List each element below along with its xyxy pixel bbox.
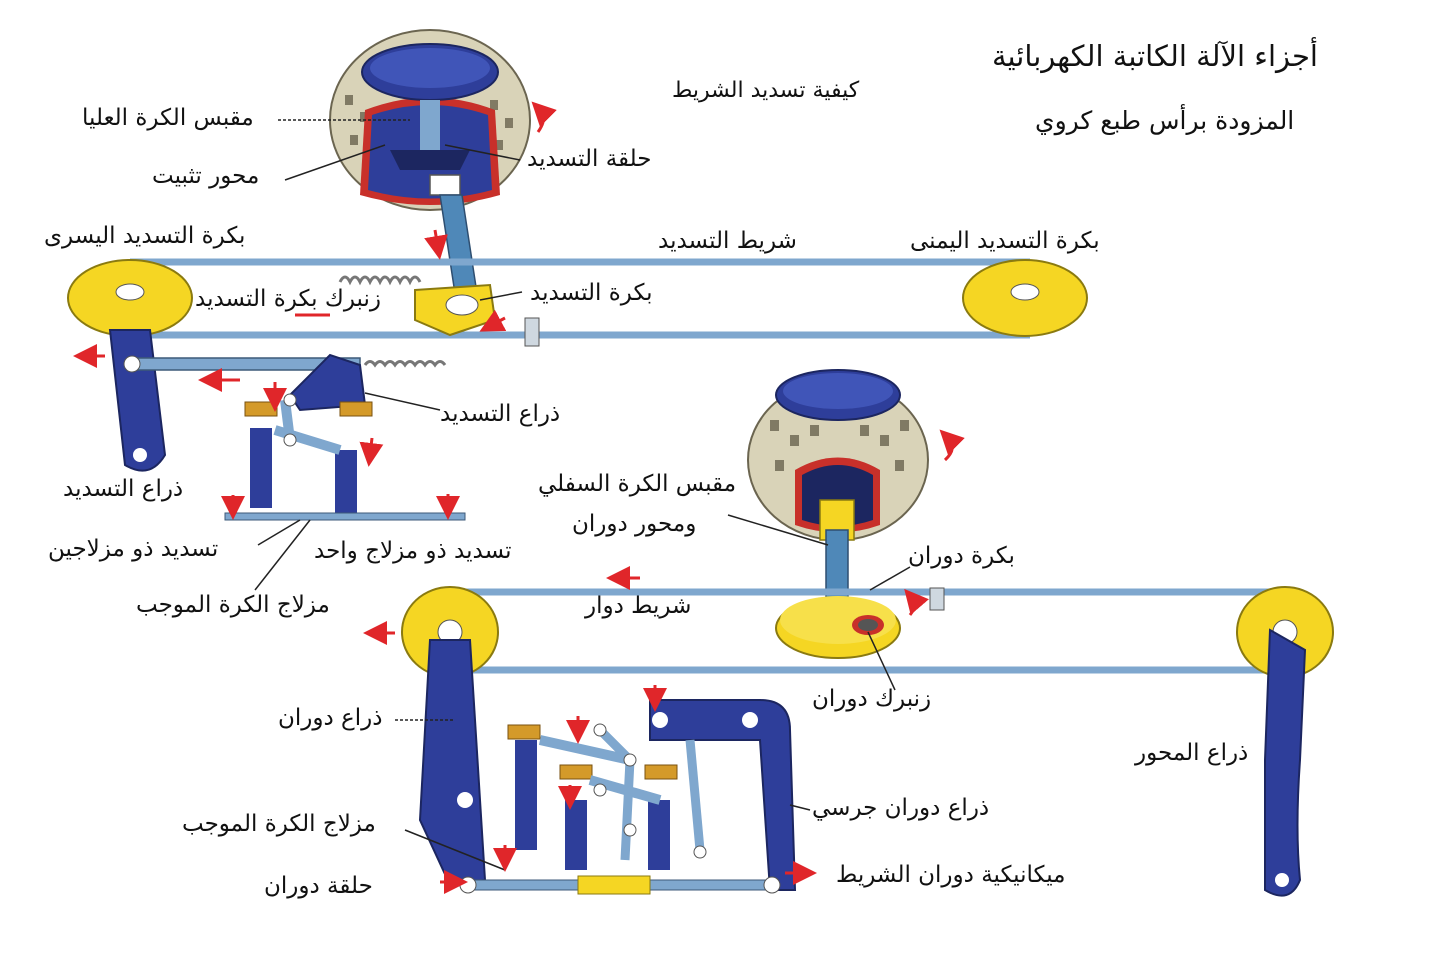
leader-lines — [254, 119, 911, 871]
rotate-tape — [450, 588, 1290, 674]
label-tilt-pulley: بكرة التسديد — [530, 280, 653, 306]
section-title-top: كيفية تسديد الشريط — [672, 78, 860, 103]
label-ball-guide-latch-top: مزلاج الكرة الموجب — [136, 592, 330, 618]
rotate-tape-post — [929, 587, 945, 611]
label-axis-arm: ذراع المحور — [1135, 740, 1249, 766]
label-tilt-tape: شريط التسديد — [658, 228, 797, 254]
label-left-tilt-pulley: بكرة التسديد اليسرى — [44, 223, 246, 249]
tilt-pulley-spring — [338, 275, 422, 286]
upper-typeball — [329, 29, 531, 211]
axis-arm-shape — [1264, 628, 1307, 897]
label-rotate-axis: ومحور دوران — [572, 511, 697, 537]
rotate-latches — [507, 723, 707, 870]
label-tilt-ring: حلقة التسديد — [527, 146, 652, 172]
label-rotate-pulley: بكرة دوران — [908, 543, 1015, 569]
tape-post — [524, 317, 540, 347]
label-ball-guide-latch-bottom: مزلاج الكرة الموجب — [182, 811, 376, 837]
left-tilt-arm — [108, 329, 167, 472]
title-line1: أجزاء الآلة الكاتبة الكهربائية — [992, 39, 1318, 73]
label-double-latch-tilt: تسديد ذو مزلاجين — [48, 536, 219, 562]
center-tilt-pulley — [414, 283, 497, 337]
label-tape-rotate-mechanism: ميكانيكية دوران الشريط — [836, 862, 1066, 888]
label-tilt-pulley-spring: زنبرك بكرة التسديد — [195, 286, 381, 312]
label-rotate-arm: ذراع دوران — [278, 705, 383, 731]
label-right-tilt-pulley: بكرة التسديد اليمنى — [910, 228, 1100, 254]
label-fixing-axis: محور تثبيت — [152, 163, 260, 189]
label-rotate-tape: شريط دوار — [585, 593, 692, 619]
label-upper-ball-clamp: مقبس الكرة العليا — [82, 105, 254, 131]
rotate-ring-bar — [459, 875, 781, 895]
label-single-latch-tilt: تسديد ذو مزلاج واحد — [314, 538, 512, 564]
rotate-pulley — [775, 596, 901, 659]
tilt-lever — [288, 353, 447, 412]
label-rotate-spring: زنبرك دوران — [812, 686, 932, 712]
title-line2: المزودة برأس طبع كروي — [1035, 106, 1295, 135]
lower-typeball — [747, 369, 929, 541]
label-tilt-arm-right: ذراع التسديد — [440, 401, 561, 427]
motion-arrows — [73, 101, 965, 894]
label-bell-rotate-arm: ذراع دوران جرسي — [812, 795, 990, 821]
tilt-tape — [130, 258, 1030, 339]
left-tilt-pulley — [67, 259, 193, 337]
label-rotate-ring: حلقة دوران — [264, 873, 373, 899]
bell-crank-shape — [649, 699, 797, 891]
label-lower-ball-clamp: مقبس الكرة السفلي — [538, 471, 737, 497]
tilt-latches — [224, 393, 466, 521]
right-tilt-pulley — [962, 259, 1088, 337]
label-tilt-arm-left: ذراع التسديد — [63, 476, 184, 502]
